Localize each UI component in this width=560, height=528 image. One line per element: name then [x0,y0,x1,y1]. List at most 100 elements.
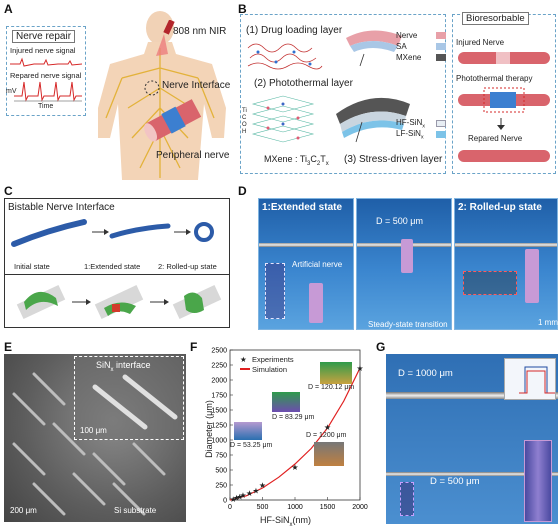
panel-label-a: A [4,2,13,16]
repaired-signal-trace [14,81,82,102]
sem-strips [12,372,166,516]
legend-sa-label: SA [396,42,407,51]
sem-inset [74,356,184,440]
experiment-point: ★ [239,491,246,500]
nerve-interface-label: Nerve Interface [162,80,231,91]
y-tick-label: 750 [215,453,227,460]
experiment-point: ★ [246,489,253,498]
axis-time-label: Time [38,103,54,110]
peripheral-nerve-cylinder [144,99,202,142]
layer2-label: (2) Photothermal layer [254,78,353,89]
mxene-lattice-illustration [251,95,315,143]
legend-item-lf: LF-SiNx [396,129,446,140]
repaired-nerve-illustration [458,150,550,162]
rolled-state-title: 2: Rolled-up state [458,202,542,213]
photothermal-nerve-illustration [458,87,550,113]
panel-label-f: F [190,340,198,354]
panel-label-b: B [238,2,247,16]
nir-laser-icon [156,20,175,56]
y-tick-label: 250 [215,483,227,490]
panel-label-c: C [4,184,13,198]
legend-item-nerve: Nerve [396,30,446,41]
bistable-strip-illustrations [11,219,214,247]
injured-signal-trace [10,57,82,67]
y-tick-label: 1000 [211,438,227,445]
legend-hf-text: HF-SiN [396,117,423,127]
legend-lf-text: LF-SiN [396,128,421,138]
annotation-120: D = 120.12 μm [308,384,355,391]
legend-experiments-label: Experiments [252,354,294,364]
y-tick-label: 1500 [211,408,227,415]
formula-t: T [320,154,326,164]
large-inset [524,440,552,522]
panel-label-e: E [4,340,13,354]
legend-hf-sub: x [422,123,425,130]
chart-legend: ★Experiments Simulation [240,354,294,374]
simulation-line [229,367,361,501]
layered-film-illustration [336,30,410,143]
layers-box [240,14,446,174]
nerve-rod-1000 [386,392,558,399]
legend-mxene-swatch [436,54,446,61]
annotation-83: D = 83.29 μm [272,414,315,421]
x-tick-label: 1000 [287,504,303,511]
legend-experiments: ★Experiments [240,354,294,364]
panel-c: Bistable Nerve Interface Initial state 1… [0,184,232,334]
layer1-label: (1) Drug loading layer [246,25,343,36]
chart-ylabel: Diameter (μm) [203,400,214,458]
injured-nerve-label: Injured Nerve [456,38,505,47]
device-strip [309,283,323,323]
legend-nerve-label: Nerve [396,31,418,40]
nerve-repair-box [6,26,86,116]
down-arrow-icon [497,118,505,130]
rolled-photo [454,198,558,330]
experiment-point: ★ [230,495,237,504]
sem-substrate-label: Si substrate [114,506,157,515]
panel-label-g: G [376,340,386,354]
legend-hf-swatch [436,120,446,127]
inset-83 [272,392,300,412]
initial-state-label: Initial state [14,262,50,271]
sem-interface-label: SiNx interface [96,360,151,373]
chart-xlabel-unit: (nm) [292,515,312,525]
y-tick-label: 0 [223,498,227,505]
device-strip-2 [401,239,413,273]
inset-1200 [314,442,344,466]
artificial-nerve-label: Artificial nerve [292,260,343,269]
sem-sin-sub: x [110,366,114,373]
y-tick-label: 2500 [211,348,227,355]
bistable-cylinder-illustrations [16,285,222,319]
panel-g-photo [386,354,558,524]
bistable-box [4,198,230,328]
formula-c: C [310,154,317,164]
panel-d: 1:Extended state Artificial nerve D = 50… [236,184,560,334]
y-tick-label: 2000 [211,378,227,385]
experiment-point: ★ [291,463,298,472]
diameter-label: D = 500 μm [376,216,423,226]
legend-simulation: Simulation [240,364,294,374]
experiment-point: ★ [236,493,243,502]
y-tick-label: 1750 [211,393,227,400]
rolled-inset [463,271,517,295]
legend-top: Nerve SA MXene [396,30,446,63]
annotation-1200: D = 1200 μm [306,432,347,439]
photothermal-label: Photothermal therapy [456,74,533,83]
drug-loading-illustration [247,43,323,70]
sem-image: SiNx interface 100 μm 200 μm Si substrat… [4,354,186,522]
element-o: O [242,122,247,128]
nerve-rod-500 [386,472,558,476]
panel-c-divider [4,274,230,275]
element-ti: Ti [242,108,247,114]
legend-lf-swatch [436,131,446,138]
panel-b: (1) Drug loading layer (2) Photothermal … [236,0,560,180]
legend-item-sa: SA [396,41,446,52]
legend-sa-swatch [436,43,446,50]
formula-sub1: 3 [307,160,311,167]
transition-photo [356,198,452,330]
legend-lf-label: LF-SiNx [396,129,430,141]
element-list: Ti C O H [242,108,250,136]
experiment-point: ★ [233,494,240,503]
layer3-label: (3) Stress-driven layer [344,154,443,165]
extended-state-title: 1:Extended state [262,202,343,213]
